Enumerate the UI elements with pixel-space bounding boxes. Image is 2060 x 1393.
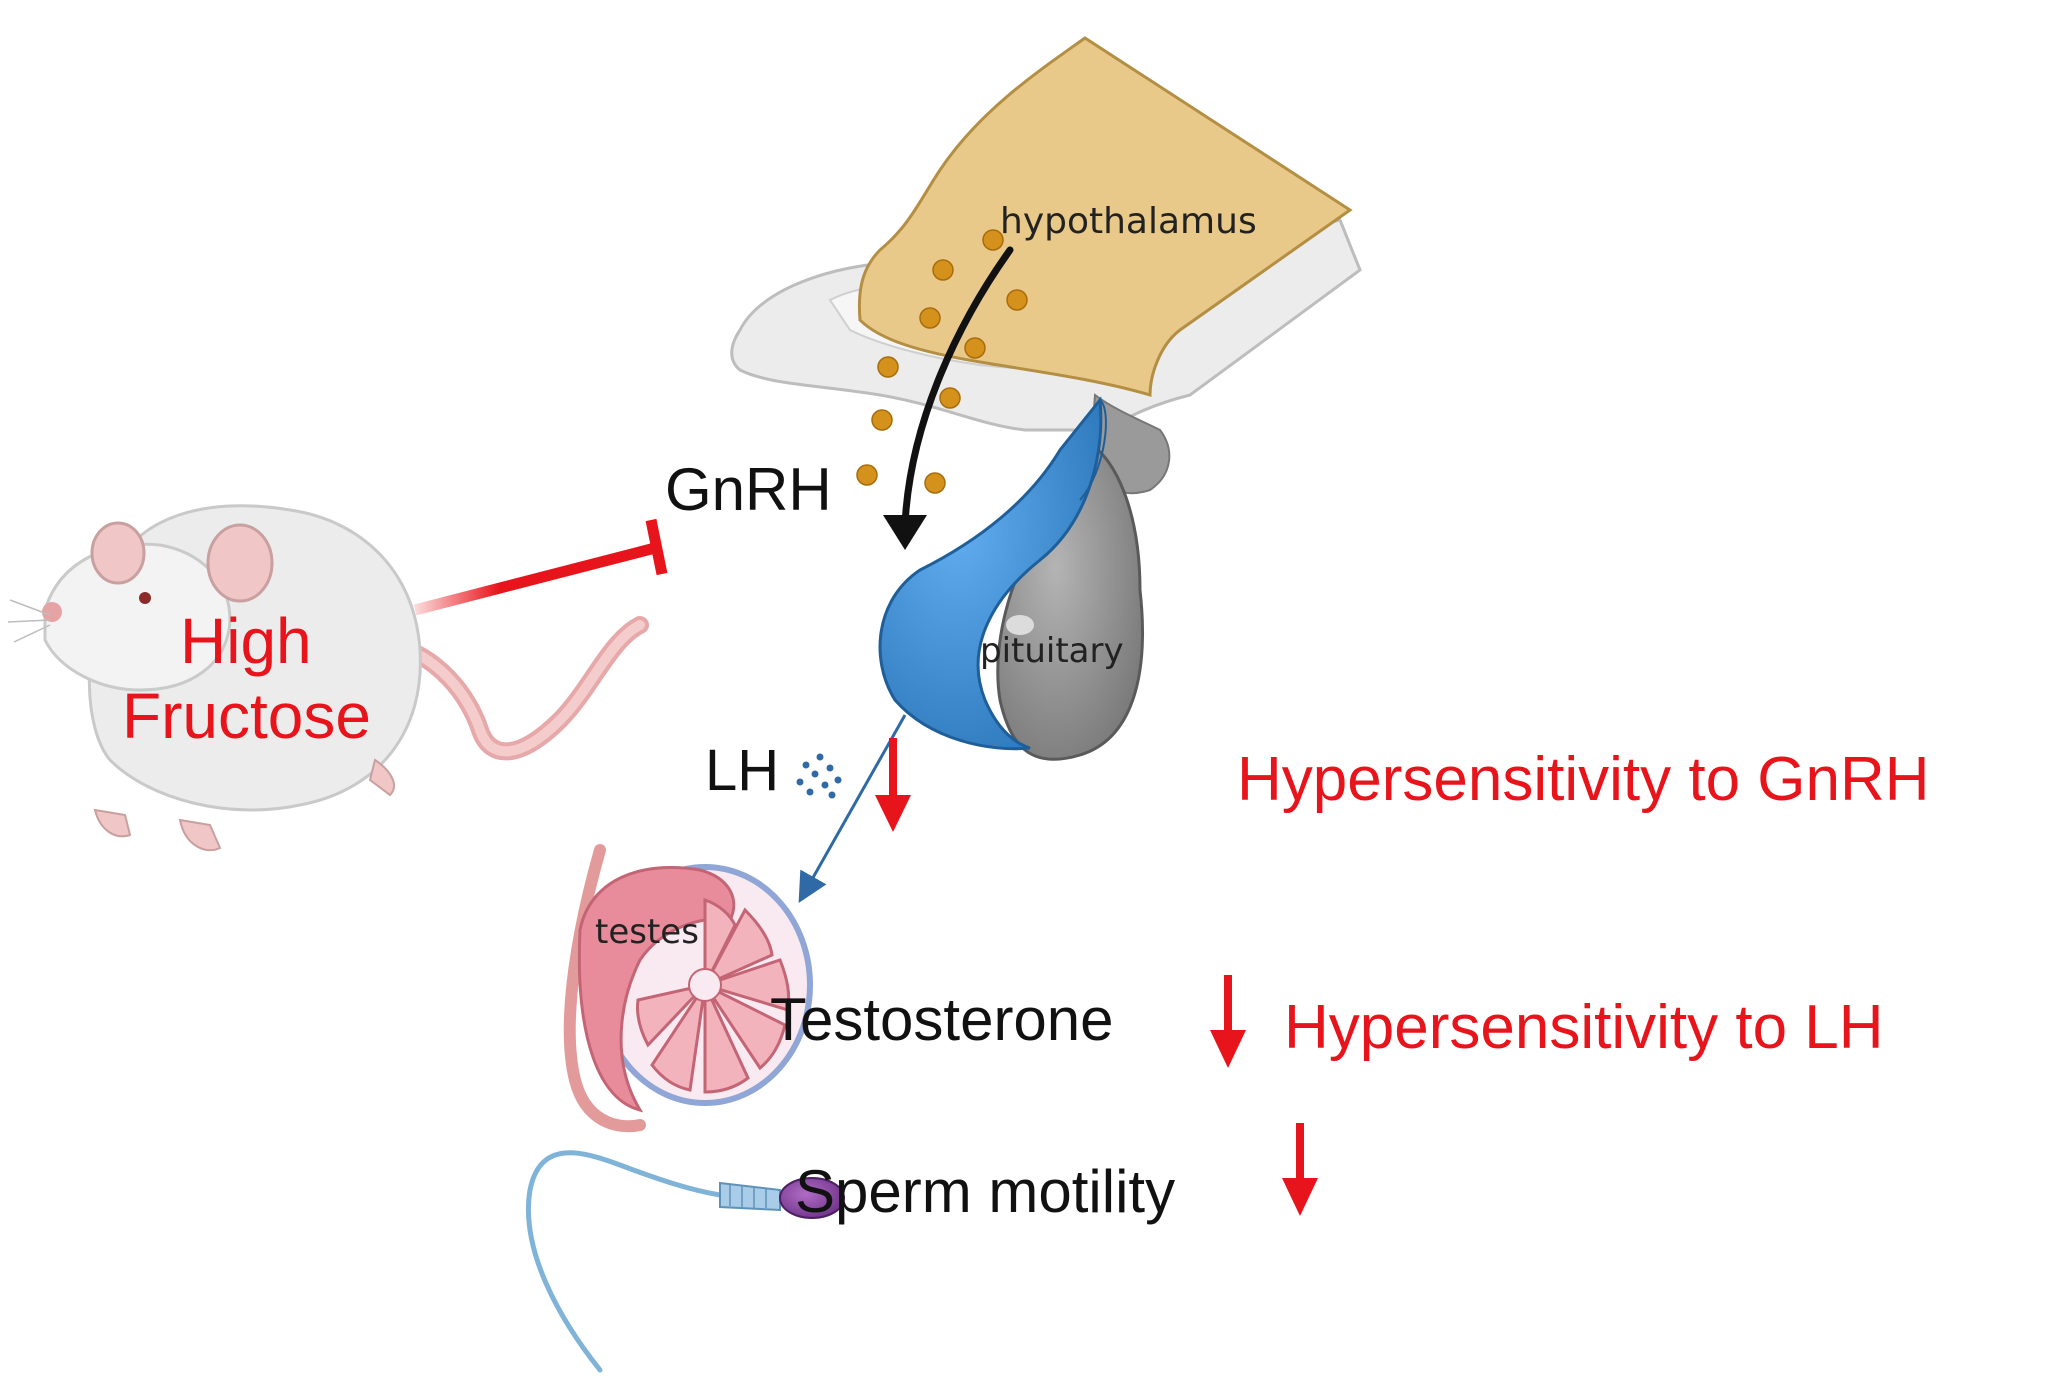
hypothalamus-label: hypothalamus [1000,201,1257,242]
hypothalamus-region [857,36,1353,398]
brain-section-icon [730,36,1362,495]
high-fructose-label-line1: High [180,605,312,677]
rat-icon [7,504,649,852]
pituitary-label: pituitary [980,631,1124,671]
sperm-motility-label: Sperm motility [795,1158,1175,1225]
testes-icon [563,844,813,1133]
testes-label: testes [595,912,699,952]
testosterone-label: Testosterone [770,986,1114,1053]
inhibition-arrow [413,518,668,616]
lh-particles [796,753,842,799]
high-fructose-label-line2: Fructose [122,680,371,752]
hypersensitivity-gnrh-label: Hypersensitivity to GnRH [1237,745,1930,814]
gnrh-release-arrow [883,246,1014,550]
gnrh-label: GnRH [665,456,832,523]
gnrh-dots [856,229,1028,494]
lh-label: LH [705,738,779,803]
pituitary-icon [878,396,1144,761]
testosterone-decrease-arrow [1210,975,1246,1068]
sperm-icon [526,1150,845,1373]
lh-decrease-arrow [875,738,911,832]
sperm-motility-decrease-arrow [1282,1123,1318,1216]
hypersensitivity-lh-label: Hypersensitivity to LH [1284,993,1884,1062]
lh-to-testes-arrow [798,714,907,904]
